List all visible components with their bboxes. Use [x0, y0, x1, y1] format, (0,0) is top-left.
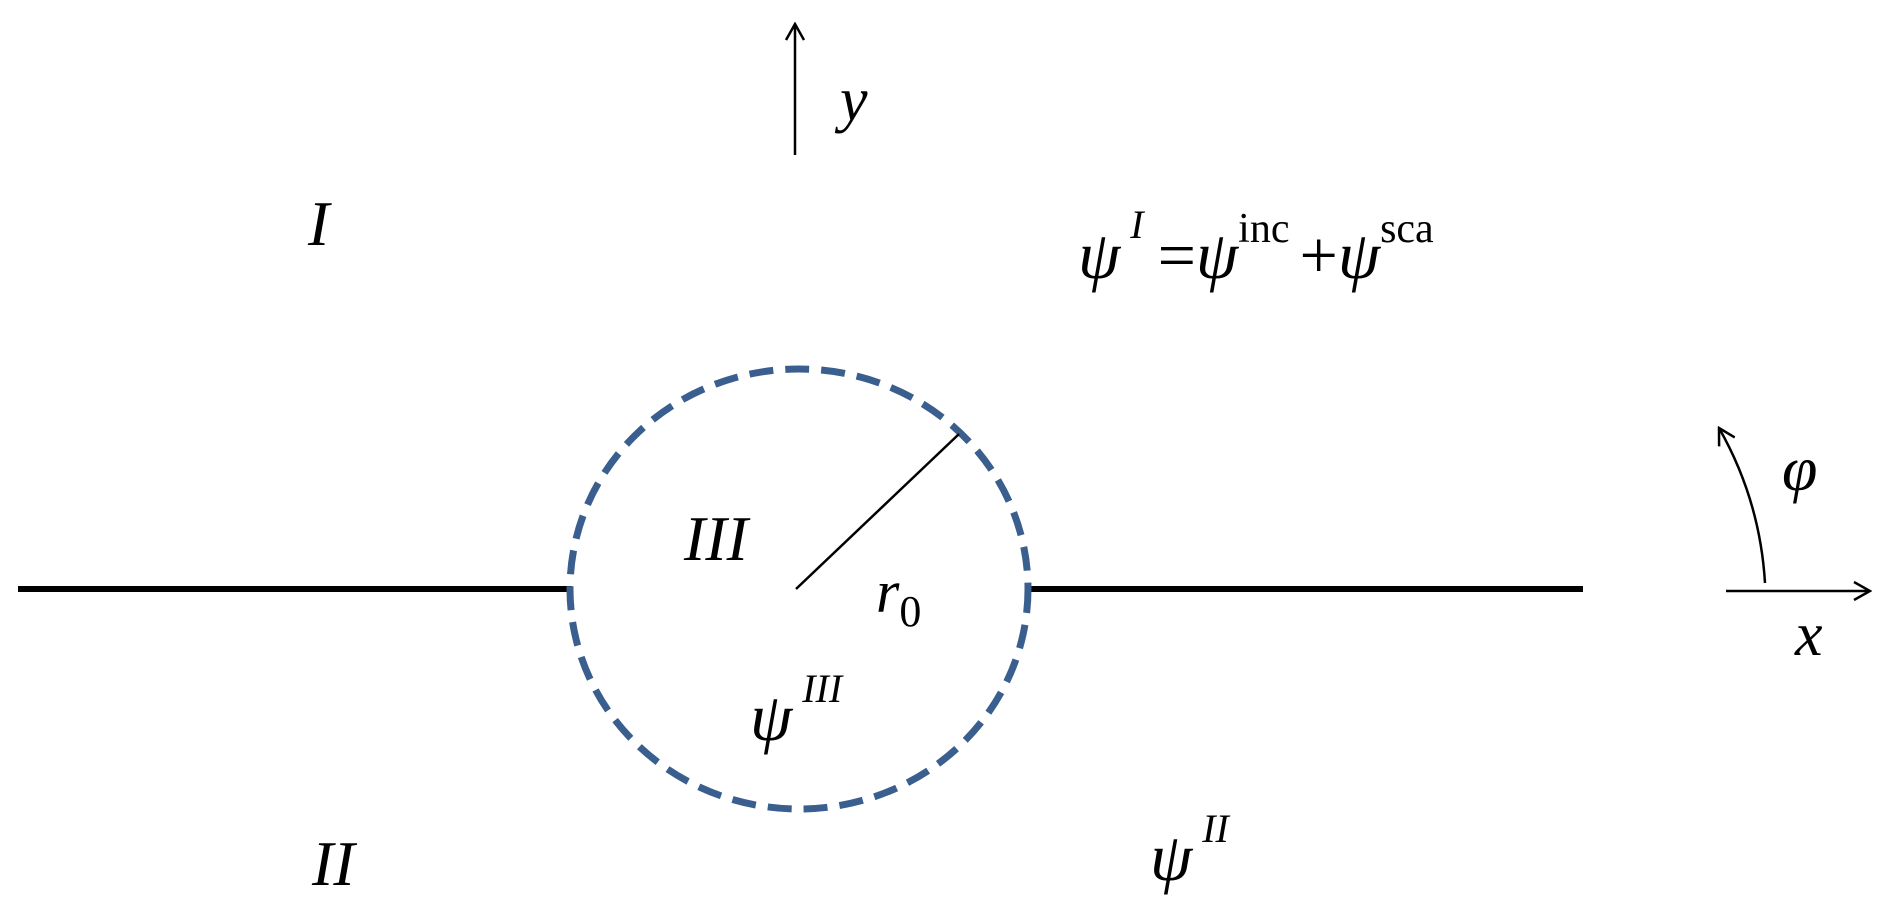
x-axis-label: x	[1794, 601, 1823, 669]
y-axis-label: y	[834, 66, 868, 134]
region-1-label: I	[307, 188, 332, 259]
radius-label: r0	[876, 559, 921, 636]
region-2-label: II	[311, 828, 357, 899]
region-3-label: III	[683, 503, 751, 574]
boundary-circle	[566, 365, 1032, 813]
phi-label: φ	[1782, 433, 1817, 504]
phi-arc-arrow	[1719, 428, 1767, 584]
radius-line	[795, 433, 960, 590]
